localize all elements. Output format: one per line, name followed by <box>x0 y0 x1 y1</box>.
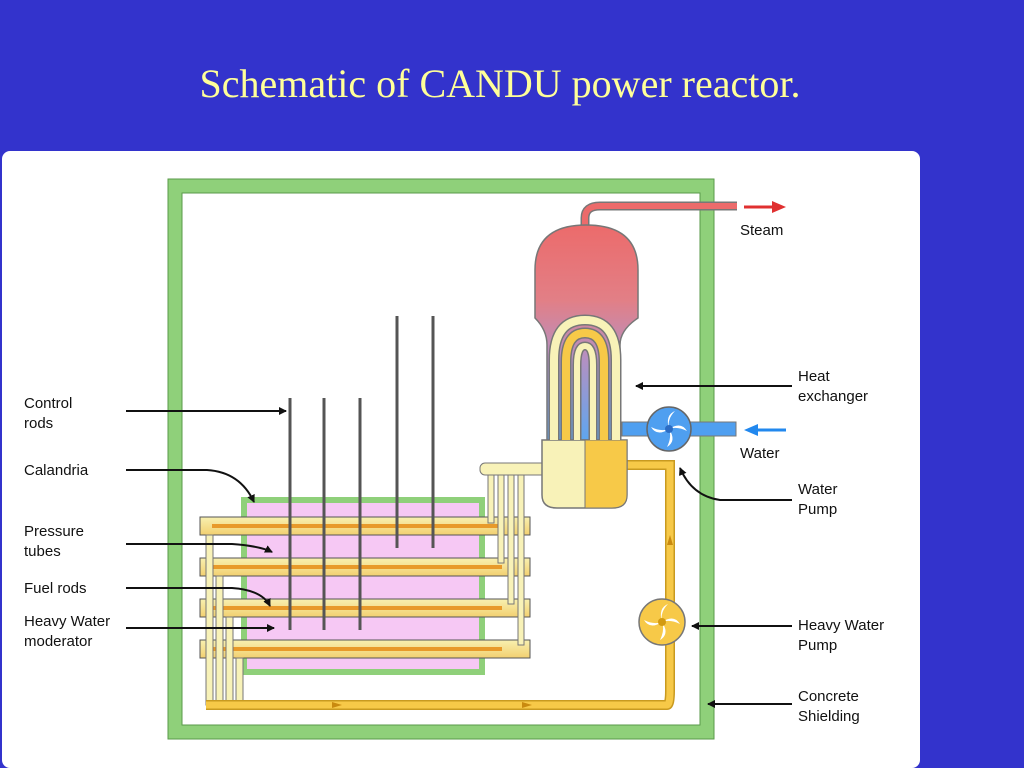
candu-schematic: Control rods Calandria Pressure tubes Fu… <box>24 178 888 740</box>
concrete-shielding <box>168 179 714 739</box>
label-fuel-rods: Fuel rods <box>24 580 87 597</box>
water-feed <box>621 421 737 437</box>
leader-lines <box>126 382 792 708</box>
label-control-rods: Control rods <box>24 395 77 432</box>
label-moderator: Heavy Water moderator <box>24 613 114 650</box>
label-heavy-water-pump: Heavy Water Pump <box>798 617 888 654</box>
label-pressure-tubes: Pressure tubes <box>24 523 88 560</box>
heavy-water-pump-icon <box>638 598 686 646</box>
label-water: Water <box>740 445 779 462</box>
label-heat-exchanger: Heat exchanger <box>798 368 868 405</box>
feeder-pipes-right <box>479 462 551 646</box>
label-calandria: Calandria <box>24 462 89 479</box>
feeder-pipes-left <box>205 534 244 706</box>
diagram-panel: Control rods Calandria Pressure tubes Fu… <box>2 151 920 768</box>
label-concrete-shielding: Concrete Shielding <box>798 688 863 725</box>
water-pump-icon <box>646 406 692 452</box>
steam-generator <box>534 224 639 509</box>
label-water-pump: Water Pump <box>798 481 842 518</box>
pressure-tubes <box>199 516 531 659</box>
label-steam: Steam <box>740 222 783 239</box>
control-rods <box>288 316 435 630</box>
slide-title: Schematic of CANDU power reactor. <box>199 61 801 106</box>
